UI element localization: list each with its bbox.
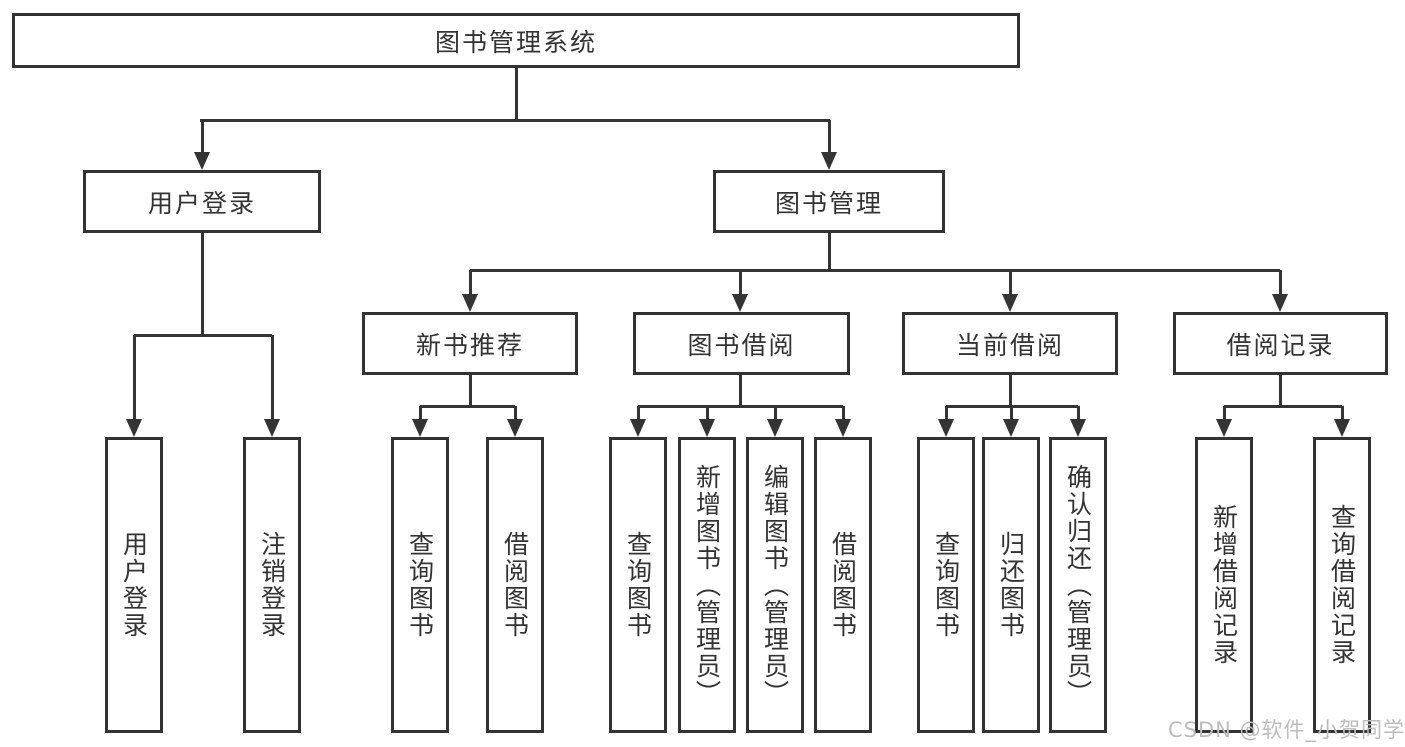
node-new-book-recommend: 新书推荐	[362, 312, 578, 375]
arrow-down-icon	[835, 419, 851, 437]
leaf-add-book-admin: 新增图书（管理员）	[678, 437, 736, 733]
leaf-query-books-current: 查询图书	[917, 437, 975, 733]
watermark: CSDN @软件_小贺同学	[1168, 718, 1405, 742]
leaf-confirm-return-admin: 确认归还（管理员）	[1049, 437, 1107, 733]
connector-line	[419, 406, 422, 421]
leaf-borrow-books-newrec: 借阅图书	[486, 437, 544, 733]
leaf-logout: 注销登录	[243, 437, 301, 733]
connector-line	[739, 375, 742, 407]
arrow-down-icon	[507, 419, 523, 437]
connector-line	[828, 233, 831, 271]
connector-line	[470, 269, 1280, 272]
node-book-borrowing: 图书借阅	[633, 312, 850, 375]
arrow-down-icon	[1070, 419, 1086, 437]
leaf-return-books: 归还图书	[982, 437, 1040, 733]
arrow-down-icon	[462, 294, 478, 312]
leaf-query-books-borrow: 查询图书	[609, 437, 667, 733]
connector-line	[200, 119, 830, 122]
connector-line	[706, 406, 709, 421]
arrow-down-icon	[732, 294, 748, 312]
connector-line	[637, 406, 640, 421]
arrow-down-icon	[1272, 294, 1288, 312]
node-borrowing-records: 借阅记录	[1173, 312, 1388, 375]
connector-line	[739, 270, 742, 296]
connector-line	[774, 406, 777, 421]
connector-line	[945, 406, 948, 421]
arrow-down-icon	[264, 419, 280, 437]
arrow-down-icon	[1216, 419, 1232, 437]
connector-line	[638, 405, 843, 408]
connector-line	[469, 270, 472, 296]
leaf-query-borrow-record: 查询借阅记录	[1313, 437, 1371, 733]
connector-line	[133, 335, 136, 420]
node-root: 图书管理系统	[12, 13, 1020, 68]
connector-line	[201, 120, 204, 154]
arrow-down-icon	[194, 152, 210, 170]
arrow-down-icon	[1003, 419, 1019, 437]
connector-line	[1341, 406, 1344, 421]
connector-line	[420, 405, 515, 408]
leaf-add-borrow-record: 新增借阅记录	[1195, 437, 1253, 733]
connector-line	[1224, 405, 1342, 408]
arrow-down-icon	[126, 419, 142, 437]
connector-line	[1077, 406, 1080, 421]
node-current-borrowing: 当前借阅	[902, 312, 1118, 375]
arrow-down-icon	[767, 419, 783, 437]
leaf-query-books-newrec: 查询图书	[391, 437, 449, 733]
arrow-down-icon	[938, 419, 954, 437]
connector-line	[842, 406, 845, 421]
arrow-down-icon	[412, 419, 428, 437]
connector-line	[515, 68, 518, 121]
arrow-down-icon	[821, 152, 837, 170]
leaf-user-login: 用户登录	[105, 437, 163, 733]
connector-line	[514, 406, 517, 421]
connector-line	[1223, 406, 1226, 421]
arrow-down-icon	[1002, 294, 1018, 312]
node-user-login: 用户登录	[83, 170, 321, 233]
leaf-borrow-books-borrow: 借阅图书	[814, 437, 872, 733]
connector-line	[1009, 375, 1012, 407]
connector-line	[1279, 270, 1282, 296]
arrow-down-icon	[699, 419, 715, 437]
leaf-edit-book-admin: 编辑图书（管理员）	[746, 437, 804, 733]
connector-line	[1009, 270, 1012, 296]
connector-line	[201, 233, 204, 336]
arrow-down-icon	[630, 419, 646, 437]
connector-line	[1010, 406, 1013, 421]
arrow-down-icon	[1334, 419, 1350, 437]
connector-line	[1279, 375, 1282, 407]
connector-line	[469, 375, 472, 407]
connector-line	[134, 334, 272, 337]
connector-line	[271, 335, 274, 420]
connector-line	[828, 120, 831, 154]
node-book-management: 图书管理	[713, 170, 945, 233]
